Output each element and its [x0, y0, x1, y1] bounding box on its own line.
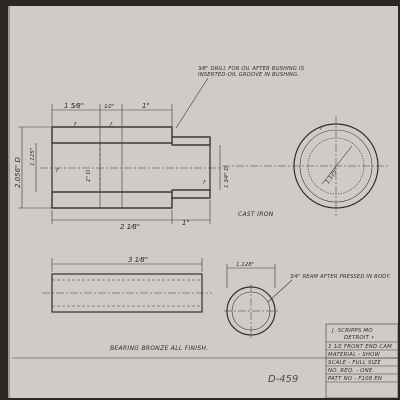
- title-line3: 3 1⁄2 FRONT END CAM: [328, 344, 392, 350]
- ream-note: 3⁄4" REAM AFTER PRESSED IN BODY.: [290, 274, 391, 280]
- finish-mark-5: f: [320, 126, 323, 132]
- dim-3-1-8: 3 1⁄8": [128, 256, 148, 264]
- dim-1-2: 1⁄2": [104, 104, 114, 110]
- dim-1-3-4: 1 3⁄4" D: [224, 166, 230, 188]
- drill-leader: [175, 77, 209, 129]
- end-view-body: 1.125" f: [222, 116, 388, 216]
- drill-note-line2: INSERTED-OIL GROOVE IN BUSHING.: [198, 72, 299, 78]
- finish-mark-2: f: [110, 122, 113, 128]
- title-line4: MATERIAL - SHOW: [328, 352, 381, 358]
- finish-mark-1: f: [74, 122, 77, 128]
- finish-mark-3: f: [56, 168, 59, 174]
- title-line1: J. SCRIPPS MO: [331, 328, 373, 334]
- drawing-number: D-459: [268, 374, 298, 385]
- circle-dim-1125: 1.125": [325, 167, 340, 185]
- title-line7: PATT NO - F108 EN: [328, 376, 382, 382]
- title-block: J. SCRIPPS MO DETROIT • 3 1⁄2 FRONT END …: [325, 323, 398, 398]
- title-line5: SCALE - FULL SIZE: [328, 360, 381, 366]
- drill-note-line1: 3⁄8" DRILL FOR OIL AFTER BUSHING IS: [198, 66, 305, 72]
- dim-1-end: 1": [182, 219, 190, 227]
- bushing-side-view: [42, 273, 212, 313]
- dim-1-5-8: 1 5⁄8": [64, 102, 84, 110]
- dim-2d: 2" D: [86, 170, 92, 182]
- end-view-bushing: [224, 284, 278, 338]
- dim-1128: 1.128": [236, 262, 254, 268]
- dim-2-1-8: 2 1⁄8": [120, 223, 140, 231]
- cast-iron-label: CAST IRON: [238, 211, 274, 218]
- title-line6: NO. REQ. - ONE.: [328, 368, 374, 374]
- finish-mark-4: f: [203, 180, 206, 186]
- dim-1-inch: 1": [142, 102, 150, 110]
- drawing-sheet: 3⁄8" DRILL FOR OIL AFTER BUSHING IS INSE…: [8, 6, 398, 398]
- bronze-label: BEARING BRONZE ALL FINISH.: [110, 345, 209, 352]
- dim-1125: 1.125": [30, 148, 36, 166]
- title-line2: DETROIT •: [344, 335, 374, 341]
- engineering-drawing: 3⁄8" DRILL FOR OIL AFTER BUSHING IS INSE…: [12, 66, 398, 398]
- dim-2056: 2.056" D: [14, 157, 22, 188]
- sectioned-part-side-view: [40, 126, 222, 209]
